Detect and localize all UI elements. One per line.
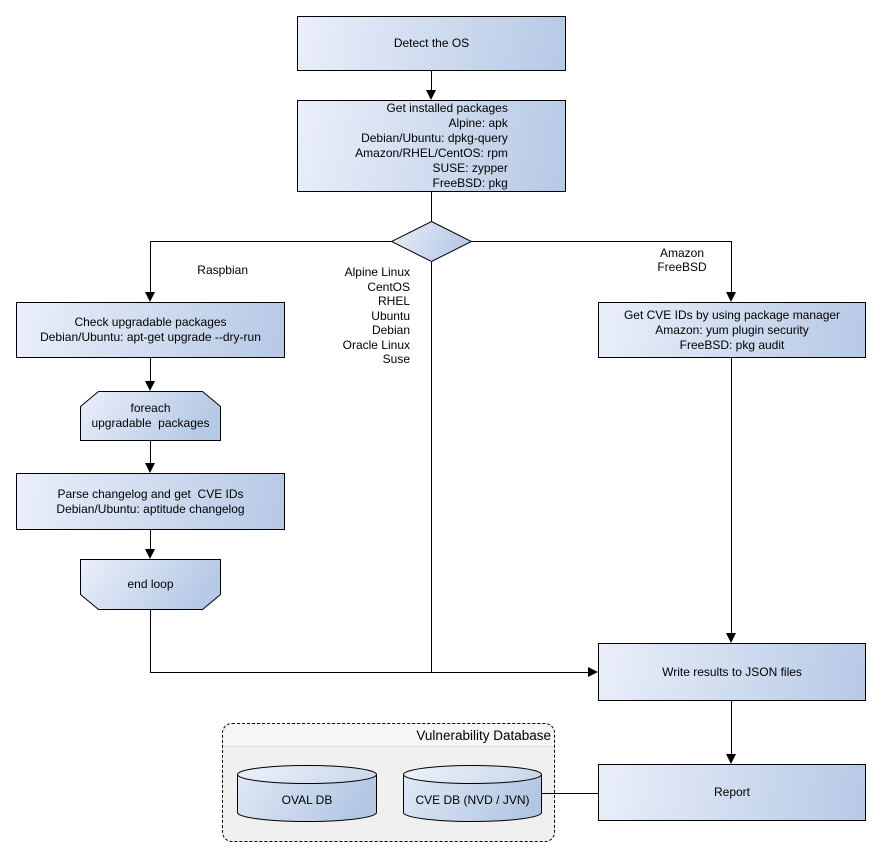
arrowhead-icon — [145, 292, 155, 302]
diamond-icon — [391, 221, 472, 262]
node-report: Report — [598, 764, 866, 821]
node-label: end loop — [127, 577, 174, 591]
edge-left-to-write-results — [150, 672, 588, 673]
node-foreach-loop-start: foreach upgradable packages — [80, 391, 221, 441]
node-label: Get installed packages Alpine: apk Debia… — [355, 101, 508, 190]
vulnerability-database-title: Vulnerability Database — [223, 724, 554, 747]
edge-oval-branch-down — [431, 262, 432, 672]
node-label: Parse changelog and get CVE IDs Debian/U… — [56, 486, 245, 516]
edge-packages-to-decision — [431, 192, 432, 221]
node-end-loop: end loop — [80, 559, 221, 610]
loop-end-icon — [80, 559, 221, 610]
edge-label-os-list: Alpine Linux CentOS RHEL Ubuntu Debian O… — [342, 265, 410, 366]
cylinder-label: OVAL DB — [281, 792, 333, 807]
arrowhead-icon — [588, 667, 598, 677]
edge-amazon-branch — [731, 241, 732, 293]
edge-detect-to-packages — [431, 71, 432, 90]
edge-label-raspbian: Raspbian — [197, 263, 248, 277]
arrowhead-icon — [726, 633, 736, 643]
node-label: Write results to JSON files — [662, 664, 802, 679]
node-label: Report — [713, 785, 751, 799]
arrowhead-icon — [726, 292, 736, 302]
database-cylinder-icon — [403, 765, 542, 822]
node-detect-os: Detect the OS — [297, 16, 566, 71]
node-check-upgradable-packages: Check upgradable packages Debian/Ubuntu:… — [16, 302, 285, 358]
edge-endloop-down — [150, 610, 151, 672]
node-cve-db-cylinder: CVE DB (NVD / JVN) — [403, 765, 542, 822]
arrowhead-icon — [726, 754, 736, 764]
edge-parse-to-endloop — [150, 530, 151, 550]
edge-label-amazon-freebsd: Amazon FreeBSD — [657, 246, 707, 274]
edge-write-results-to-report — [731, 701, 732, 754]
loop-start-icon — [80, 391, 221, 441]
edge-foreach-to-parse — [150, 441, 151, 464]
edge-cvedb-to-report — [542, 793, 598, 794]
arrowhead-icon — [145, 549, 155, 559]
node-oval-db-cylinder: OVAL DB — [237, 765, 377, 822]
node-label: foreach upgradable packages — [91, 401, 210, 430]
arrowhead-icon — [145, 463, 155, 473]
node-os-decision-diamond — [391, 221, 472, 262]
arrowhead-icon — [145, 381, 155, 391]
cylinder-label: CVE DB (NVD / JVN) — [415, 792, 530, 807]
arrowhead-icon — [426, 90, 436, 100]
edge-cve-to-write-results — [731, 358, 732, 633]
node-parse-changelog: Parse changelog and get CVE IDs Debian/U… — [16, 473, 285, 530]
node-label: Detect the OS — [393, 36, 470, 50]
edge-raspbian-branch — [150, 241, 151, 293]
edge-check-to-foreach — [150, 358, 151, 382]
node-get-cve-ids-package-manager: Get CVE IDs by using package manager Ama… — [598, 302, 866, 358]
node-label: Get CVE IDs by using package manager Ama… — [623, 307, 841, 352]
node-label: Check upgradable packages Debian/Ubuntu:… — [40, 315, 261, 344]
node-write-results-json: Write results to JSON files — [598, 643, 866, 701]
database-cylinder-icon — [237, 765, 377, 822]
node-get-installed-packages: Get installed packages Alpine: apk Debia… — [297, 100, 566, 192]
